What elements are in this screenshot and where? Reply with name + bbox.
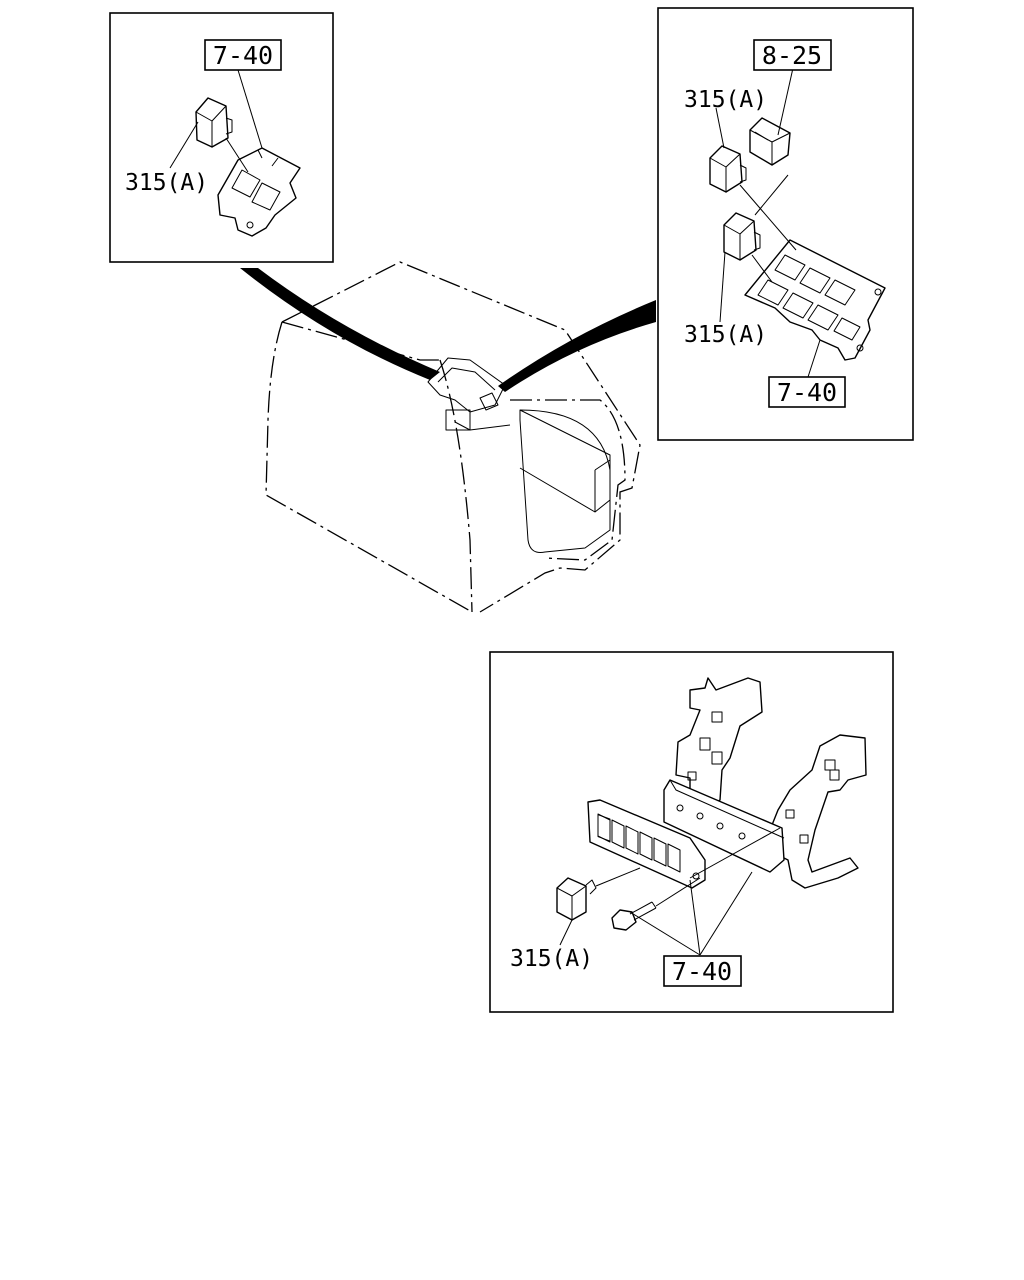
part-label-315a-bottom: 315(A) bbox=[510, 946, 593, 972]
ref-label-8-25-top-right: 8-25 bbox=[762, 41, 822, 70]
callout-frame-bottom: 315(A) 7-40 bbox=[489, 651, 894, 1013]
part-label-315a-top-left: 315(A) bbox=[125, 170, 208, 196]
part-label-315a-lower: 315(A) bbox=[684, 322, 767, 348]
part-label-315a-upper: 315(A) bbox=[684, 87, 767, 113]
ref-label-7-40-bottom: 7-40 bbox=[672, 957, 732, 986]
vehicle-cab-illustration bbox=[240, 261, 656, 613]
ref-label-7-40-top-right: 7-40 bbox=[777, 378, 837, 407]
callout-frame-top-right: 8-25 315(A) 315(A) 7-40 bbox=[657, 7, 914, 441]
callout-frame-top-left: 7-40 315(A) bbox=[109, 12, 334, 263]
ref-label-7-40-top-left: 7-40 bbox=[213, 41, 273, 70]
